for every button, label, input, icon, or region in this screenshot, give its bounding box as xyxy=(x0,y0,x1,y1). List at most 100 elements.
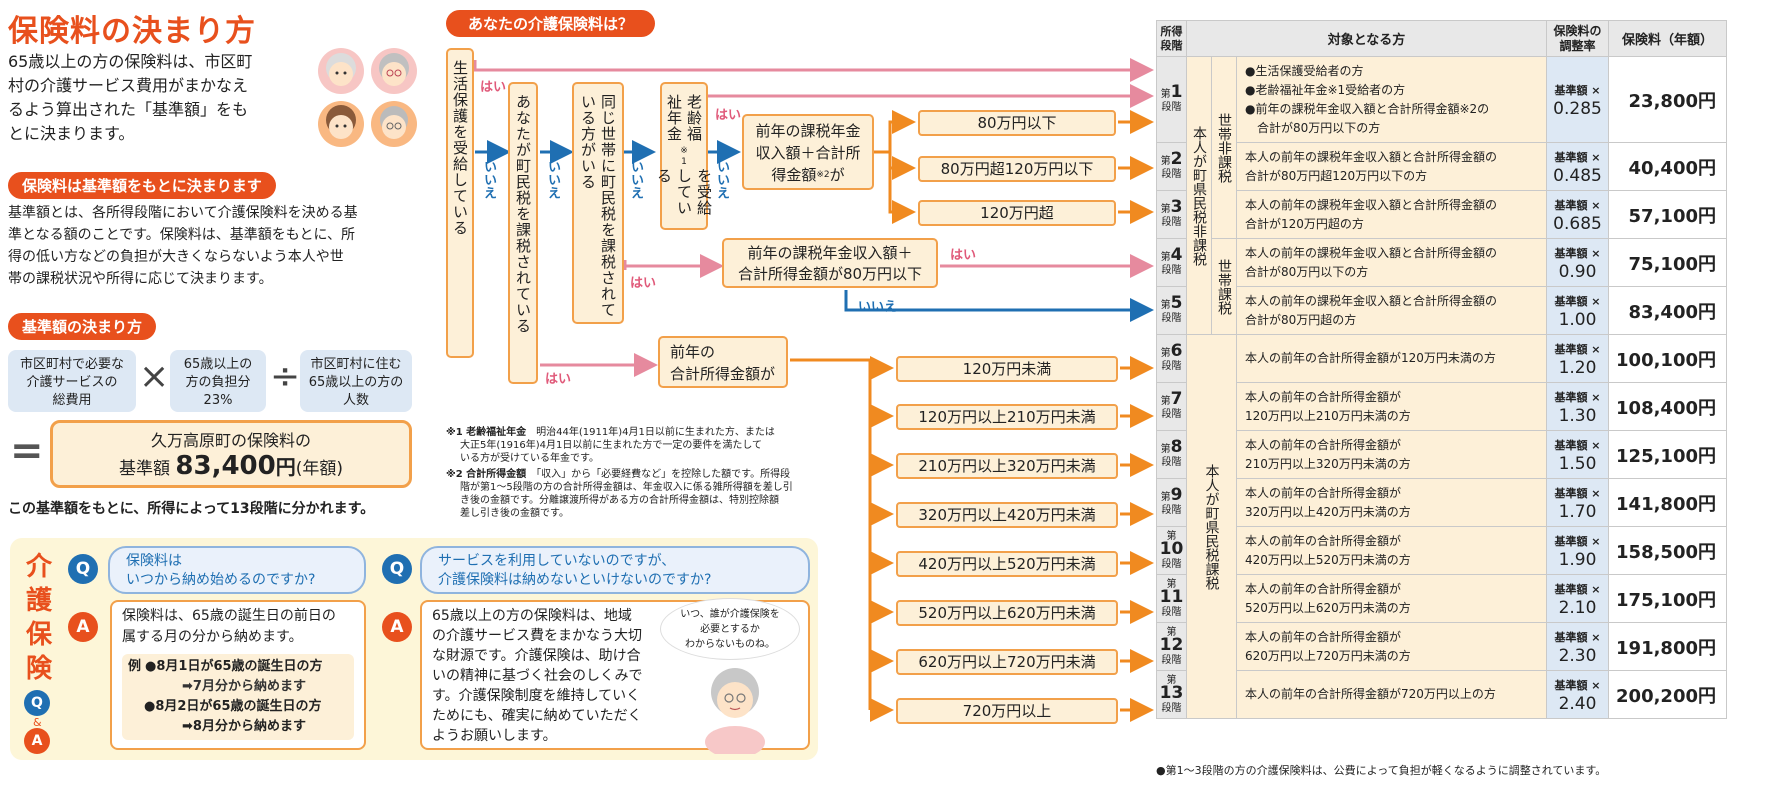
fee-cell: 191,800円 xyxy=(1608,622,1727,671)
q-income-box: 前年の課税年金 収入額＋合計所 得金額※2が xyxy=(742,114,874,190)
desc-line: 合計が80万円超の方 xyxy=(1245,312,1357,327)
footnote-2: ※2 合計所得金額 「収入」から「必要経費など」を控除した額です。所得段 階が第… xyxy=(446,468,818,520)
example-label: 例 xyxy=(128,659,142,674)
q-line: 保険料は xyxy=(126,553,182,569)
rate-cell: 基準額 ×2.40 xyxy=(1546,670,1609,719)
text-line: 準となる額のことです。保険料は、基準額をもとに、所 xyxy=(8,227,356,243)
note-text: 大正5年(1916年)4月1日以前に生まれた方で一定の要件を満たして xyxy=(460,440,763,451)
box-line: 介護サービスの xyxy=(26,375,118,390)
range-box-7: 120万円以上210万円未満 xyxy=(896,404,1118,430)
q-line: 前年の課税年金 xyxy=(755,122,861,140)
qa-side-title: 介 護 保 険 xyxy=(24,550,54,686)
target-desc: 本人の前年の課税年金収入額と合計所得金額の合計が80万円超120万円以下の方 xyxy=(1236,142,1547,191)
desc-line: 520万円以上620万円未満の方 xyxy=(1245,600,1411,615)
elderly-faces-illustration xyxy=(318,48,417,147)
q2-text: サービスを利用していないのですが、 介護保険料は納めないといけないのですか? xyxy=(420,546,810,594)
rate-cell: 基準額 ×2.10 xyxy=(1546,574,1609,623)
target-desc: 本人の前年の課税年金収入額と合計所得金額の合計が120万円超の方 xyxy=(1236,190,1547,239)
note-text: 階が第1～5段階の方の合計所得金額は、年金収入に係る雑所得額を差し引 xyxy=(460,482,793,493)
formula-total-cost-box: 市区町村で必要な 介護サービスの 総費用 xyxy=(8,350,136,412)
rate-cell: 基準額 ×1.20 xyxy=(1546,334,1609,383)
base-amount-prefix: 基準額 xyxy=(118,459,170,479)
no-label: いいえ xyxy=(545,160,560,199)
fee-cell: 23,800円 xyxy=(1608,56,1727,143)
q-line: 前年の xyxy=(670,343,716,361)
intro-line: 村の介護サービス費用がまかなえ xyxy=(8,76,249,95)
table-header-row: 所得段階 対象となる方 保険料の調整率 保険料（年額） xyxy=(1156,20,1727,57)
rate-cell: 基準額 ×0.90 xyxy=(1546,238,1609,287)
rate-cell: 基準額 ×0.485 xyxy=(1546,142,1609,191)
desc-line: 本人の前年の課税年金収入額と合計所得金額の xyxy=(1245,149,1498,164)
desc-line: 本人の前年の合計所得金額が xyxy=(1245,533,1402,548)
q-total-income-box: 前年の 合計所得金額が xyxy=(658,336,788,388)
range-box-2: 80万円超120万円以下 xyxy=(918,156,1116,182)
range-box-13: 720万円以上 xyxy=(896,698,1118,724)
side-char: 険 xyxy=(25,654,52,684)
desc-line: 合計が80万円以下の方 xyxy=(1245,120,1381,135)
fee-cell: 158,500円 xyxy=(1608,526,1727,575)
side-char: 介 xyxy=(25,552,52,582)
range-box-6: 120万円未満 xyxy=(896,356,1118,382)
box-line: 65歳以上の方の xyxy=(308,375,404,390)
header-stage: 所得段階 xyxy=(1156,20,1187,57)
fee-cell: 83,400円 xyxy=(1608,286,1727,335)
desc-line: 本人の前年の合計所得金額が xyxy=(1245,437,1402,452)
yes-label: はい xyxy=(950,248,977,263)
desc-line: 120万円以上210万円未満の方 xyxy=(1245,408,1411,423)
desc-line: 本人の前年の合計所得金額が120万円未満の方 xyxy=(1245,351,1496,365)
note-text: き後の金額です。分離譲渡所得がある方の合計所得金額は、特別控除額 xyxy=(460,495,779,506)
formula-population-box: 市区町村に住む 65歳以上の方の 人数 xyxy=(300,350,412,412)
fee-cell: 200,200円 xyxy=(1608,670,1727,719)
note-line: ※2 合計所得金額 「収入」から「必要経費など」を控除した額です。所得段 xyxy=(446,468,818,481)
fee-cell: 125,100円 xyxy=(1608,430,1727,479)
base-amount-unit: 円 xyxy=(275,455,296,479)
a-line: の介護サービス費をまかなう大切 xyxy=(432,628,642,644)
range-box-12: 620万円以上720万円未満 xyxy=(896,649,1118,675)
desc-line: 本人の前年の合計所得金額が xyxy=(1245,389,1402,404)
q-line: 合計所得金額が80万円以下 xyxy=(737,265,923,283)
box-line: 人数 xyxy=(342,393,369,408)
q-line: 収入額＋合計所 xyxy=(755,144,861,162)
qa-side-and: & xyxy=(33,716,42,729)
qa-panel: 介 護 保 険 Q & A Q 保険料は いつから納め始めるのですか? A 保険… xyxy=(10,538,818,760)
a-line: ようお願いします。 xyxy=(432,728,557,744)
formula-share-box: 65歳以上の 方の負担分 23% xyxy=(170,350,266,412)
rate-cell: 基準額 ×2.30 xyxy=(1546,622,1609,671)
no-label: いいえ xyxy=(481,160,496,199)
rate-cell: 基準額 ×0.685 xyxy=(1546,190,1609,239)
note-label: ※1 老齢福祉年金 xyxy=(446,427,527,438)
q-pension-text-tail: を受給している xyxy=(655,167,713,216)
intro-text: 65歳以上の方の保険料は、市区町 村の介護サービス費用がまかなえ るよう算出され… xyxy=(8,50,308,146)
q1-text: 保険料は いつから納め始めるのですか? xyxy=(108,546,366,594)
q-line: 介護保険料は納めないといけないのですか? xyxy=(438,572,712,588)
example-text: ●8月1日が65歳の誕生日の方 xyxy=(145,659,323,674)
range-box-10: 420万円以上520万円未満 xyxy=(896,551,1118,577)
range-box-8: 210万円以上320万円未満 xyxy=(896,453,1118,479)
box-line: 総費用 xyxy=(52,393,92,408)
q1-badge: Q xyxy=(68,554,98,584)
box-line: 市区町村に住む xyxy=(310,357,402,372)
header-target: 対象となる方 xyxy=(1186,20,1547,57)
rate-cell: 基準額 ×1.70 xyxy=(1546,478,1609,527)
group-taxed-household: 世帯課税 xyxy=(1211,238,1237,335)
note-line: ※1 老齢福祉年金 明治44年(1911年)4月1日以前に生まれた方、または xyxy=(446,426,818,439)
example-text: ➡8月分から納めます xyxy=(182,719,306,734)
equals-sign: = xyxy=(10,428,44,474)
desc-line: 合計が80万円超120万円以下の方 xyxy=(1245,168,1428,183)
target-desc: 本人の前年の合計所得金額が 120万円以上210万円未満の方 xyxy=(1236,382,1547,431)
section-heading-basis: 保険料は基準額をもとに決まります xyxy=(8,172,276,199)
